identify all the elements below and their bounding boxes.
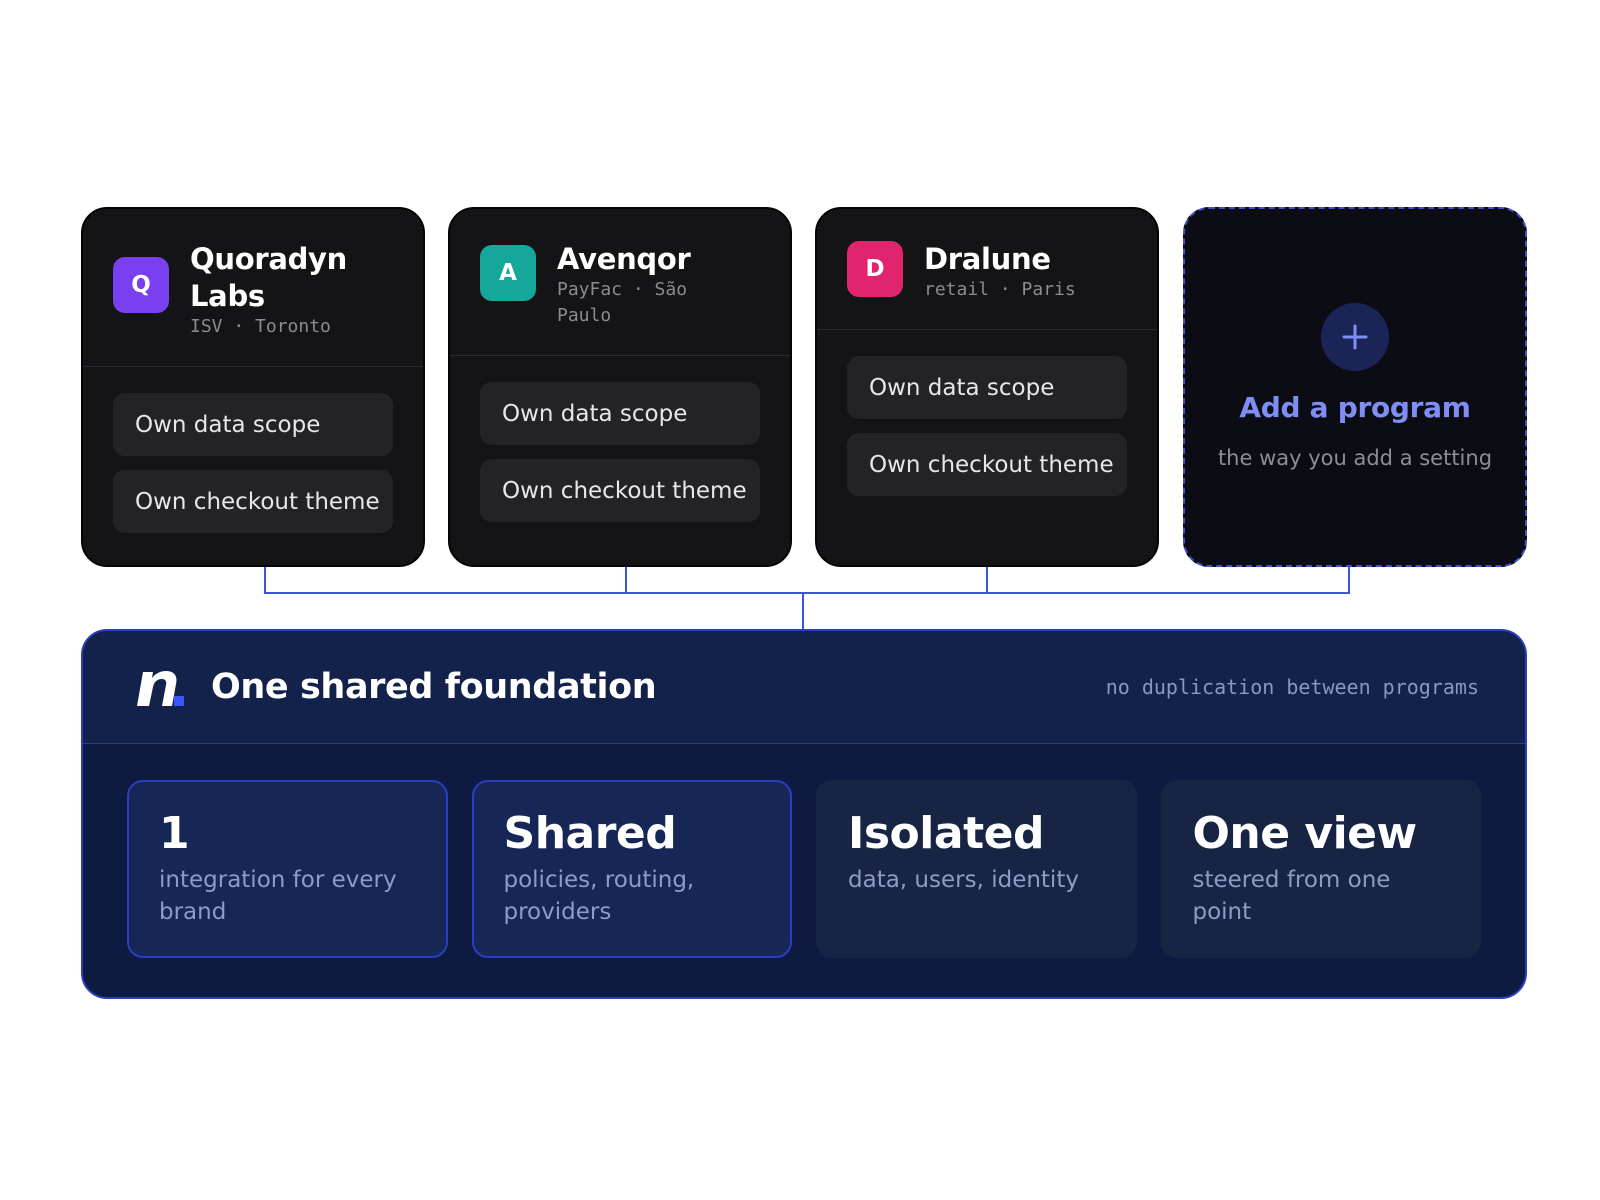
foundation-title: One shared foundation [211, 667, 657, 707]
add-program-title[interactable]: Add a program [1239, 391, 1471, 424]
feature-data-scope: Own data scope [113, 393, 393, 456]
stat-description: steered from one point [1192, 867, 1391, 925]
feature-data-scope: Own data scope [480, 382, 760, 445]
stat-description: integration for every brand [159, 867, 397, 925]
stat-value: 1 [159, 808, 190, 859]
add-program-button[interactable] [1321, 303, 1389, 371]
program-card-quoradyn[interactable]: Q Quoradyn Labs ISV · Toronto Own data s… [81, 207, 425, 567]
program-name: Avenqor [557, 242, 691, 276]
stat-card-isolated: Isolated data, users, identity [816, 780, 1137, 958]
program-card-dralune[interactable]: D Dralune retail · Paris Own data scope … [815, 207, 1159, 567]
plus-icon [1342, 324, 1368, 350]
program-card-header: D Dralune retail · Paris [817, 209, 1157, 330]
foundation-note: no duplication between programs [1105, 675, 1479, 699]
program-card-avenqor[interactable]: A Avenqor PayFac · São Paulo Own data sc… [448, 207, 792, 567]
connector-lines [264, 567, 1350, 629]
stat-card-integration: 1 integration for every brand [127, 780, 448, 958]
program-card-header: Q Quoradyn Labs ISV · Toronto [83, 209, 423, 367]
shared-foundation-panel: One shared foundation no duplication bet… [81, 629, 1527, 999]
feature-checkout-theme: Own checkout theme [113, 470, 393, 533]
program-meta: PayFac · São Paulo [557, 279, 688, 326]
program-name: Dralune [924, 242, 1051, 276]
program-avatar: A [480, 245, 536, 301]
add-program-subtitle: the way you add a setting [1217, 446, 1493, 470]
program-avatar: D [847, 241, 903, 297]
stat-card-shared: Shared policies, routing, providers [471, 780, 792, 958]
stat-card-one-view: One view steered from one point [1160, 780, 1481, 958]
brand-n-logo [137, 671, 184, 706]
add-program-card[interactable]: Add a program the way you add a setting [1183, 207, 1527, 567]
program-meta: retail · Paris [924, 279, 1076, 300]
stat-description: data, users, identity [848, 867, 1079, 893]
stat-value: Isolated [848, 808, 1044, 859]
program-name: Quoradyn Labs [190, 242, 348, 313]
feature-checkout-theme: Own checkout theme [480, 459, 760, 522]
foundation-header: One shared foundation no duplication bet… [83, 631, 1525, 744]
program-meta: ISV · Toronto [190, 316, 331, 337]
program-avatar: Q [113, 257, 169, 313]
stat-value: One view [1192, 808, 1418, 859]
feature-checkout-theme: Own checkout theme [847, 433, 1127, 496]
stat-description: policies, routing, providers [503, 867, 695, 925]
feature-data-scope: Own data scope [847, 356, 1127, 419]
program-card-header: A Avenqor PayFac · São Paulo [450, 209, 790, 356]
stat-value: Shared [503, 808, 677, 859]
